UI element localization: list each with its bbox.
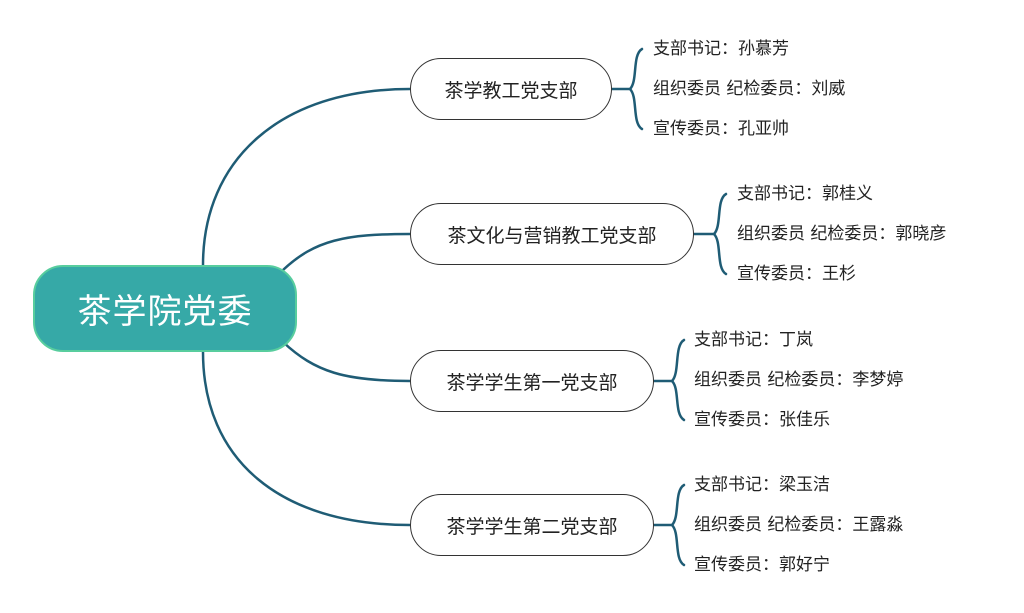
branch-node-0[interactable]: 茶学教工党支部 <box>410 58 612 120</box>
brace-upper-0 <box>628 47 644 91</box>
connector-root-branch-0 <box>201 87 412 267</box>
branch-0-item-1: 组织委员 纪检委员：刘威 <box>653 79 846 99</box>
connector-root-branch-1 <box>281 232 412 272</box>
branch-3-item-2: 宣传委员：郭好宁 <box>694 555 830 575</box>
branch-node-1[interactable]: 茶文化与营销教工党支部 <box>410 203 694 265</box>
branch-node-3[interactable]: 茶学学生第二党支部 <box>410 494 654 556</box>
brace-upper-1 <box>712 192 728 236</box>
branch-node-2[interactable]: 茶学学生第一党支部 <box>410 350 654 412</box>
branch-0-item-0: 支部书记：孙慕芳 <box>653 39 789 59</box>
brace-lower-0 <box>628 87 644 131</box>
brace-upper-2 <box>670 338 686 383</box>
brace-upper-3 <box>670 483 686 527</box>
brace-lower-3 <box>670 523 686 567</box>
branch-1-item-1: 组织委员 纪检委员：郭晓彦 <box>737 224 947 244</box>
brace-lower-1 <box>712 232 728 276</box>
branch-2-item-1: 组织委员 纪检委员：李梦婷 <box>694 370 904 390</box>
branch-0-item-2: 宣传委员：孔亚帅 <box>653 119 789 139</box>
brace-lower-2 <box>670 379 686 422</box>
connector-root-branch-2 <box>281 340 412 383</box>
branch-3-item-1: 组织委员 纪检委员：王露淼 <box>694 515 904 535</box>
branch-1-item-0: 支部书记：郭桂义 <box>737 184 873 204</box>
branch-2-item-2: 宣传委员：张佳乐 <box>694 410 830 430</box>
branch-3-item-0: 支部书记：梁玉洁 <box>694 475 830 495</box>
connector-root-branch-3 <box>201 350 412 527</box>
branch-1-item-2: 宣传委员：王杉 <box>737 264 856 284</box>
branch-2-item-0: 支部书记：丁岚 <box>694 330 813 350</box>
root-node[interactable]: 茶学院党委 <box>33 265 297 352</box>
